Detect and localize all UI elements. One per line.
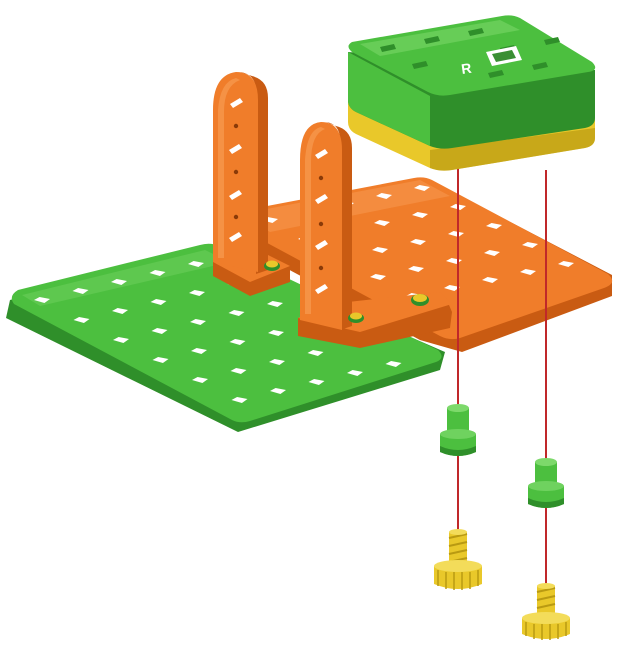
green-control-module: R	[348, 15, 595, 170]
yellow-thumb-screw	[434, 529, 570, 640]
orange-bracket-left	[213, 72, 290, 296]
